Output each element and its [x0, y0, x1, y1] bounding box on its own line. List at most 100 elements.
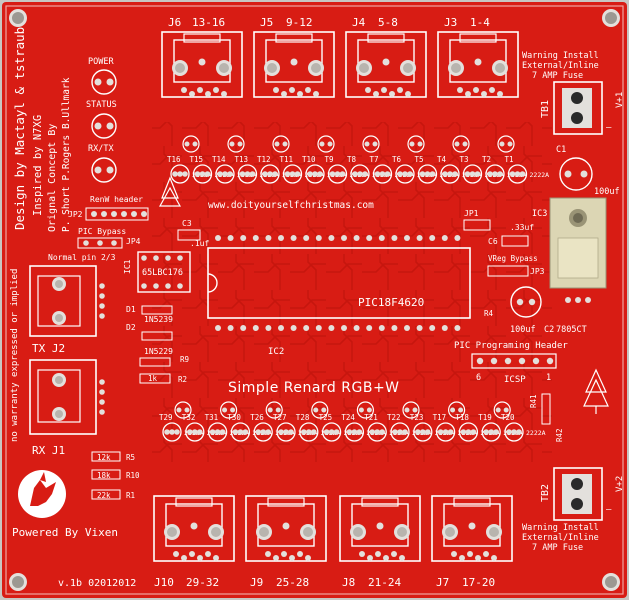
tree-icon [158, 176, 182, 207]
mounting-hole [602, 573, 620, 591]
pic-pin [378, 235, 385, 241]
rx-j1-label: RX J1 [32, 444, 65, 457]
led-rxtx [91, 157, 117, 183]
connector-range: 25-28 [276, 576, 309, 589]
transistor-label: T14 [212, 155, 226, 164]
tb2-terminal [553, 467, 603, 521]
transistor-label: T16 [167, 155, 181, 164]
jp2-label: JP2 [68, 210, 83, 219]
ic2-label: IC2 [268, 347, 284, 357]
icsp-pin1: 1 [546, 373, 551, 383]
c1-capacitor [559, 157, 593, 191]
r2-label: R2 [178, 375, 187, 384]
led-power [91, 69, 117, 95]
connector-ref: J7 [436, 576, 449, 589]
jp4-label: JP4 [126, 237, 141, 246]
transistor-label: T7 [370, 155, 379, 164]
transistor [220, 401, 238, 419]
connector-ref: J6 [168, 16, 181, 29]
pic-pin [278, 325, 284, 331]
icsp-pin6: 6 [476, 373, 481, 383]
r5-label: R5 [126, 453, 135, 462]
pic-pin [240, 235, 247, 241]
tb1-warning: 7 AMP Fuse [532, 71, 583, 81]
connector-ref: J3 [444, 16, 457, 29]
pic-pin [441, 325, 448, 331]
tb2-label: TB2 [540, 484, 551, 502]
mounting-hole [602, 9, 620, 27]
connector-ref: J10 [154, 576, 174, 589]
transistor-label: T27 [273, 413, 287, 422]
transistor-row-bottom: T292222AT322222AT312222AT302222AT262222A… [159, 401, 546, 442]
pic-pin [265, 325, 272, 331]
pic-pin [215, 325, 221, 331]
d1-diode [141, 305, 173, 315]
jp4-header [77, 237, 123, 249]
pic-pin [303, 235, 310, 241]
transistor [272, 135, 290, 153]
credit-concept: Orignal Concept By [47, 124, 58, 232]
powered-by-text: Powered By Vixen [12, 526, 118, 539]
transistor-label: T2 [482, 155, 491, 164]
mounting-hole [9, 9, 27, 27]
transistor [265, 401, 283, 419]
r10-label: R10 [126, 471, 140, 480]
renw-header-label: RenW header [90, 195, 143, 204]
r5-value: 12k [97, 453, 111, 462]
tx-j2-label: TX J2 [32, 342, 65, 355]
jp2-header [85, 207, 149, 221]
version-text: v.1b 02012012 [58, 578, 136, 589]
pic-pin [227, 235, 234, 241]
transistor-label: T10 [302, 155, 316, 164]
transistor-label: T5 [415, 155, 424, 164]
tb2-warning: 7 AMP Fuse [532, 543, 583, 553]
pic-pin [315, 325, 322, 331]
connector-ref: J4 [352, 16, 366, 29]
pic-pin [240, 325, 247, 331]
transistor-label: T12 [257, 155, 271, 164]
transistor-row-top: T162222AT152222AT142222AT132222AT122222A… [167, 135, 550, 184]
c1-value: 100uf [594, 187, 620, 197]
pic-pin [429, 325, 436, 331]
transistor [182, 135, 200, 153]
connector-tx-j2 [29, 265, 105, 337]
transistor [317, 135, 335, 153]
tb1-warning: Warning Install [522, 51, 599, 61]
pic-pin [290, 325, 297, 331]
transistor-label: T17 [433, 413, 447, 422]
icsp-header [471, 353, 557, 369]
r1-value: 22k [97, 491, 111, 500]
jp1-label: JP1 [464, 209, 479, 218]
pic-pins-bottom [215, 325, 461, 331]
c6-label: C6 [488, 237, 498, 246]
c2-value: 100uf [510, 325, 536, 335]
regulator-label: 7805CT [556, 325, 587, 335]
d2-label: D2 [126, 323, 136, 332]
pic-pin [227, 325, 234, 331]
connector-ref: J5 [260, 16, 273, 29]
pic-pins-top [215, 235, 461, 241]
transistor [452, 135, 470, 153]
pic-pin [454, 325, 461, 331]
transistor [407, 135, 425, 153]
pic-pin [454, 235, 461, 241]
transistor-part: 2222A [530, 171, 550, 179]
r10-resistor [91, 469, 121, 480]
c2-label: C2 [544, 325, 554, 335]
transistor-part: 2222A [526, 429, 546, 437]
transistor [362, 135, 380, 153]
pic-pin [328, 325, 335, 331]
pic-chip-label: PIC18F4620 [358, 296, 424, 309]
pic-pin [265, 235, 272, 241]
transistor-label: T11 [280, 155, 294, 164]
r2-resistor [139, 373, 171, 384]
mounting-hole [9, 573, 27, 591]
tb2-warning: External/Inline [522, 533, 599, 543]
transistor-label: T32 [182, 413, 196, 422]
pic-pin [341, 235, 347, 241]
icsp-title: PIC Programing Header [454, 341, 568, 351]
connector-range: 1-4 [470, 16, 490, 29]
r9-label: R9 [180, 355, 189, 364]
